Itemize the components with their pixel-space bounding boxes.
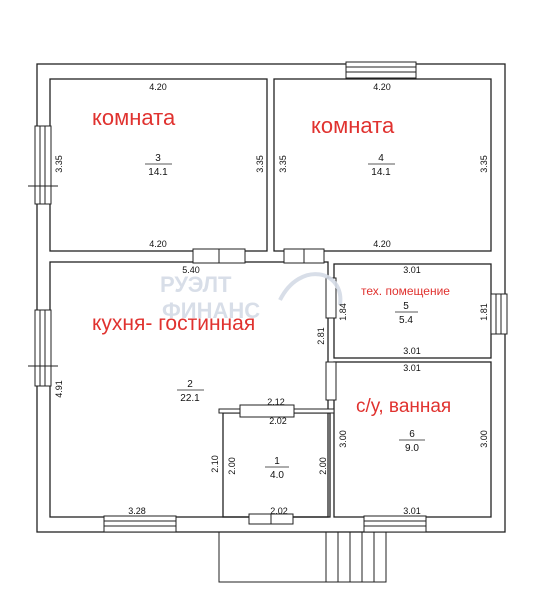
room-5-number: 5 xyxy=(403,301,409,312)
room-5-dim-top: 3.01 xyxy=(403,265,421,275)
room-5-dim-right: 1.81 xyxy=(479,303,489,321)
room-4-outline xyxy=(273,78,492,252)
room-2-dim-top: 5.40 xyxy=(182,265,200,275)
room-4-dim-right: 3.35 xyxy=(479,155,489,173)
entrance-door xyxy=(248,513,294,525)
porch xyxy=(218,532,387,583)
room-6-dim-right: 3.00 xyxy=(479,430,489,448)
room-3-dim-bottom: 4.20 xyxy=(149,239,167,249)
room-1-dim-right: 2.00 xyxy=(318,457,328,475)
watermark-line1: РУЭЛТ xyxy=(160,272,232,297)
window-bottom-left xyxy=(103,515,177,533)
room-1-dim-left-outer: 2.10 xyxy=(210,455,220,473)
watermark-line2: ФИНАНС xyxy=(162,298,260,323)
room-1-dim-top: 2.02 xyxy=(269,416,287,426)
room-3-dim-right: 3.35 xyxy=(255,155,265,173)
room-4-area: 14.1 xyxy=(371,167,391,178)
room-3-number: 3 xyxy=(155,153,161,164)
room-6-dim-bottom: 3.01 xyxy=(403,506,421,516)
room-4-dim-bottom: 4.20 xyxy=(373,239,391,249)
room-1-area: 4.0 xyxy=(270,470,284,481)
room-1-number: 1 xyxy=(274,456,280,467)
room-1-dim-bottom: 2.02 xyxy=(270,506,288,516)
outer-wall xyxy=(36,63,506,533)
room-4-name: комната xyxy=(311,113,395,138)
room-4-number: 4 xyxy=(378,153,384,164)
door-room-3 xyxy=(192,248,246,264)
room-6-name: с/у, ванная xyxy=(356,396,451,417)
room-2-dim-right: 2.81 xyxy=(316,327,326,345)
window-left-2 xyxy=(28,309,58,387)
room-6-area: 9.0 xyxy=(405,443,419,454)
room-4-dim-top: 4.20 xyxy=(373,82,391,92)
room-5-outline xyxy=(333,263,492,359)
room-5-area: 5.4 xyxy=(399,315,413,326)
room-5-dim-left: 1.84 xyxy=(338,303,348,321)
room-2-number: 2 xyxy=(187,379,193,390)
room-5-dim-bottom: 3.01 xyxy=(403,346,421,356)
room-6-dim-left: 3.00 xyxy=(338,430,348,448)
room-3-dim-top: 4.20 xyxy=(149,82,167,92)
room-4-dim-left: 3.35 xyxy=(278,155,288,173)
window-right xyxy=(490,293,508,335)
window-bottom-right xyxy=(363,515,427,533)
room-2-dim-left: 4.91 xyxy=(54,380,64,398)
room-6-number: 6 xyxy=(409,429,415,440)
room-3-area: 14.1 xyxy=(148,167,168,178)
room-1-dim-left: 2.00 xyxy=(227,457,237,475)
window-top xyxy=(345,61,417,79)
room-5-name: тех. помещение xyxy=(361,284,450,298)
watermark: РУЭЛТ ФИНАНС xyxy=(160,272,343,323)
room-1-dim-top-outer: 2.12 xyxy=(267,397,285,407)
room-2-area: 22.1 xyxy=(180,393,200,404)
window-left-1 xyxy=(28,125,58,205)
door-room-6 xyxy=(325,361,337,401)
room-6-dim-top: 3.01 xyxy=(403,363,421,373)
room-2-name: кухня- гостинная xyxy=(92,312,255,335)
room-2-dim-bottom: 3.28 xyxy=(128,506,146,516)
door-room-4 xyxy=(283,248,325,264)
room-3-dim-left: 3.35 xyxy=(54,155,64,173)
door-room-1 xyxy=(239,404,295,418)
room-3-name: комната xyxy=(92,105,176,130)
